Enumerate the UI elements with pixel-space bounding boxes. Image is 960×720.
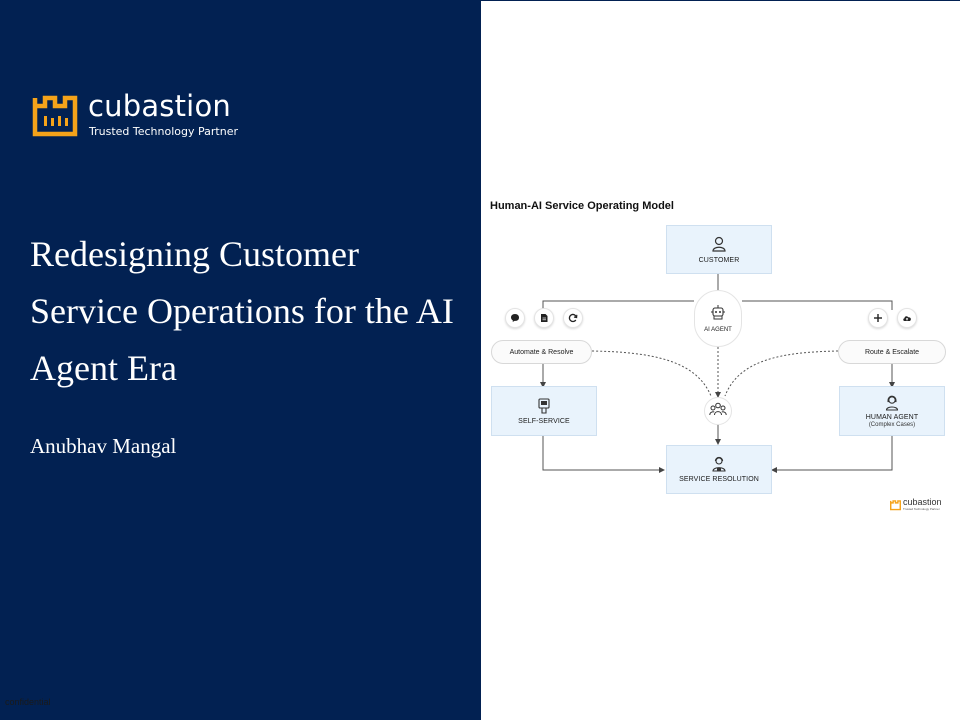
document-icon [534, 308, 554, 328]
watermark-brand-name: cubastion [903, 497, 942, 507]
title-panel: cubastion Trusted Technology Partner Red… [0, 0, 481, 720]
customer-box: CUSTOMER [666, 225, 772, 274]
human-agent-label: HUMAN AGENT [865, 413, 919, 421]
connector-lines [540, 274, 895, 473]
diagram-watermark-logo: cubastion Trusted Technology Partner [890, 498, 942, 511]
brand-name: cubastion [88, 89, 231, 123]
route-escalate-pill: Route & Escalate [838, 340, 946, 364]
line-branch-right [742, 300, 893, 310]
group-icon [709, 402, 727, 421]
customer-label: CUSTOMER [698, 256, 740, 264]
slide-author: Anubhav Mangal [30, 434, 177, 458]
automate-resolve-pill: Automate & Resolve [491, 340, 592, 364]
ai-agent-node: AI AGENT [694, 290, 742, 347]
agent-icon [885, 395, 899, 411]
human-agent-sublabel: (Complex Cases) [868, 421, 916, 428]
operating-model-diagram: Human-AI Service Operating Model CUSTOME… [481, 190, 960, 520]
slide-title: Redesigning Customer Service Operations … [30, 234, 454, 388]
refresh-icon [563, 308, 583, 328]
curve-right [724, 350, 839, 397]
cloud-icon [897, 308, 917, 328]
support-icon [711, 456, 727, 472]
chat-icon [505, 308, 525, 328]
kiosk-icon [537, 397, 551, 414]
cubastion-logo-icon [32, 95, 78, 137]
human-agent-box: HUMAN AGENT (Complex Cases) [839, 386, 945, 436]
cubastion-logo: cubastion Trusted Technology Partner [32, 90, 238, 140]
self-service-label: SELF-SERVICE [518, 417, 570, 425]
person-icon [712, 236, 726, 252]
brand-tagline: Trusted Technology Partner [89, 125, 238, 138]
robot-icon [710, 304, 726, 325]
service-resolution-box: SERVICE RESOLUTION [666, 445, 772, 494]
watermark-tagline: Trusted Technology Partner [903, 507, 940, 511]
line-branch-left [542, 300, 694, 310]
self-service-box: SELF-SERVICE [491, 386, 597, 436]
diagram-title: Human-AI Service Operating Model [490, 200, 674, 212]
confidential-label: confidential [5, 697, 51, 707]
collaboration-node [704, 397, 732, 425]
line-self-resolution [542, 436, 665, 473]
curve-left [591, 350, 712, 397]
service-resolution-label: SERVICE RESOLUTION [679, 476, 759, 483]
route-icon [868, 308, 888, 328]
ai-agent-label: AI AGENT [704, 327, 732, 333]
watermark-logo-icon [890, 499, 901, 510]
line-human-resolution [771, 436, 893, 473]
